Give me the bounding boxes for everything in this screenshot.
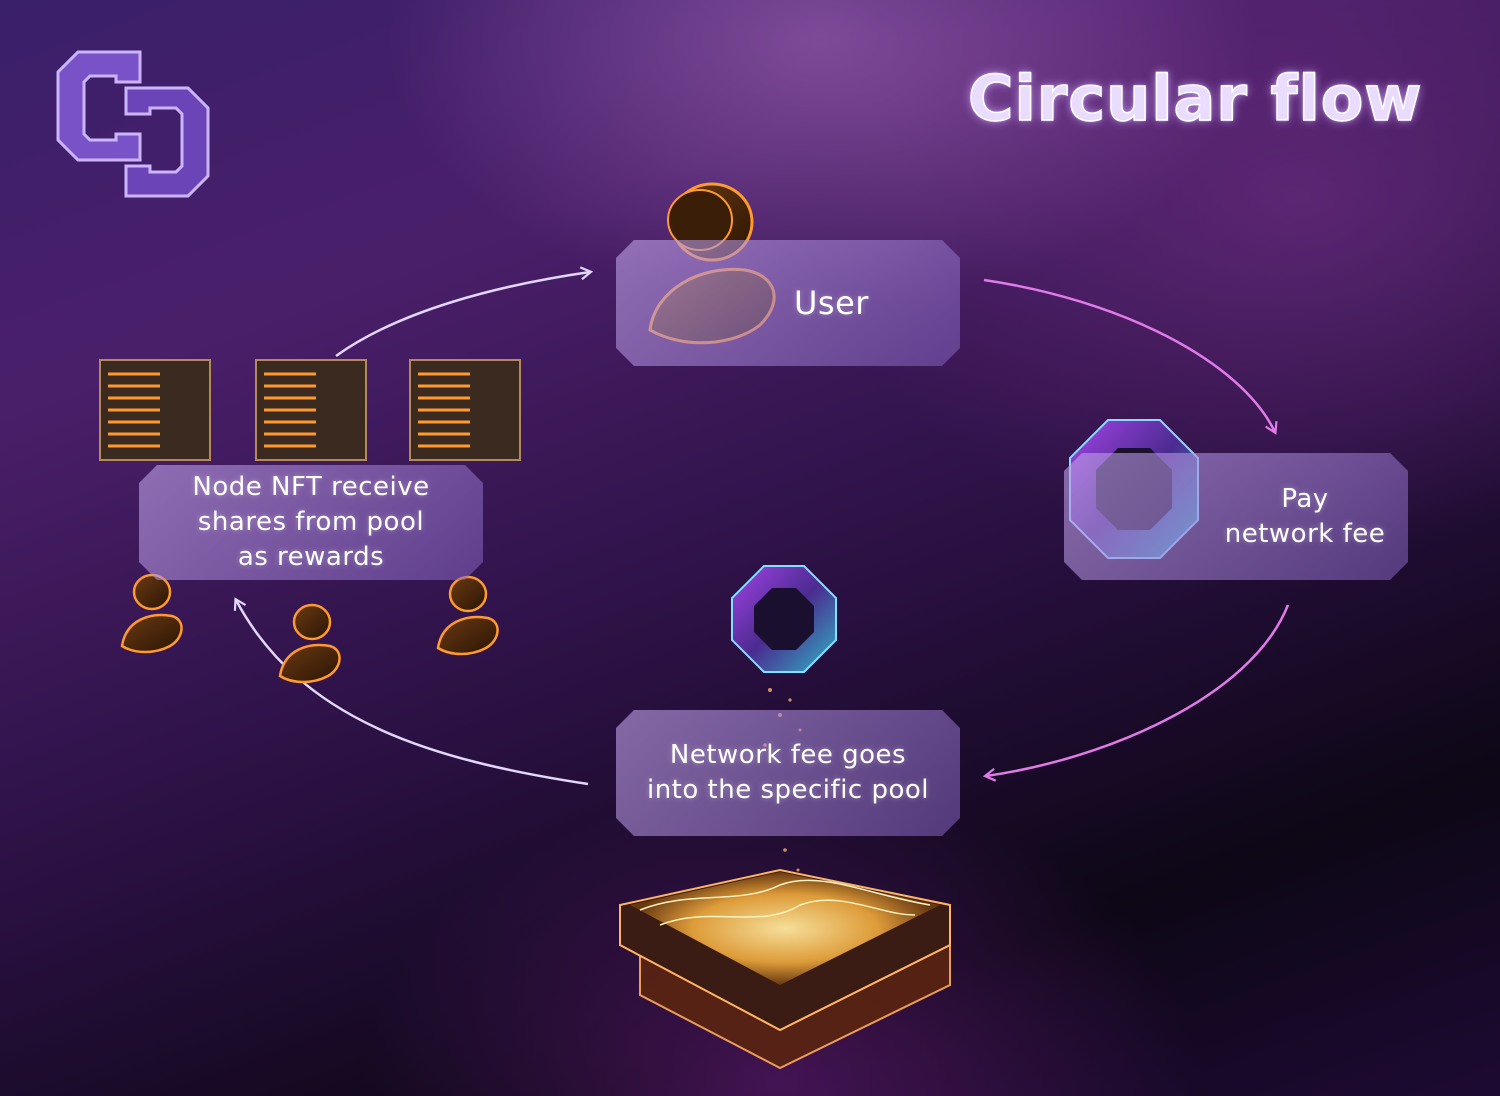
pool-box: Network fee goes into the specific pool (616, 710, 960, 836)
arrow-nodes-to-user (335, 266, 594, 358)
page-title: Circular flow (967, 61, 1423, 136)
small-user-icon (120, 573, 499, 684)
pay-fee-box: Pay network fee (1064, 453, 1408, 580)
node-nft-box: Node NFT receive shares from pool as rew… (139, 465, 483, 580)
arrow-fee-to-pool (982, 604, 1290, 782)
arrow-pool-to-nodes (233, 597, 589, 786)
pool-label: Network fee goes into the specific pool (646, 740, 930, 805)
small-octagon-token-icon (731, 565, 837, 673)
pay-fee-label: Pay network fee (1224, 483, 1386, 549)
server-rack-icon (99, 359, 521, 461)
logo-icon (56, 50, 210, 198)
user-box: User (616, 240, 960, 366)
pool-platform-icon (619, 868, 951, 1070)
node-nft-label: Node NFT receive shares from pool as rew… (192, 472, 430, 572)
user-label: User (794, 283, 869, 322)
arrow-user-to-fee (983, 278, 1278, 435)
